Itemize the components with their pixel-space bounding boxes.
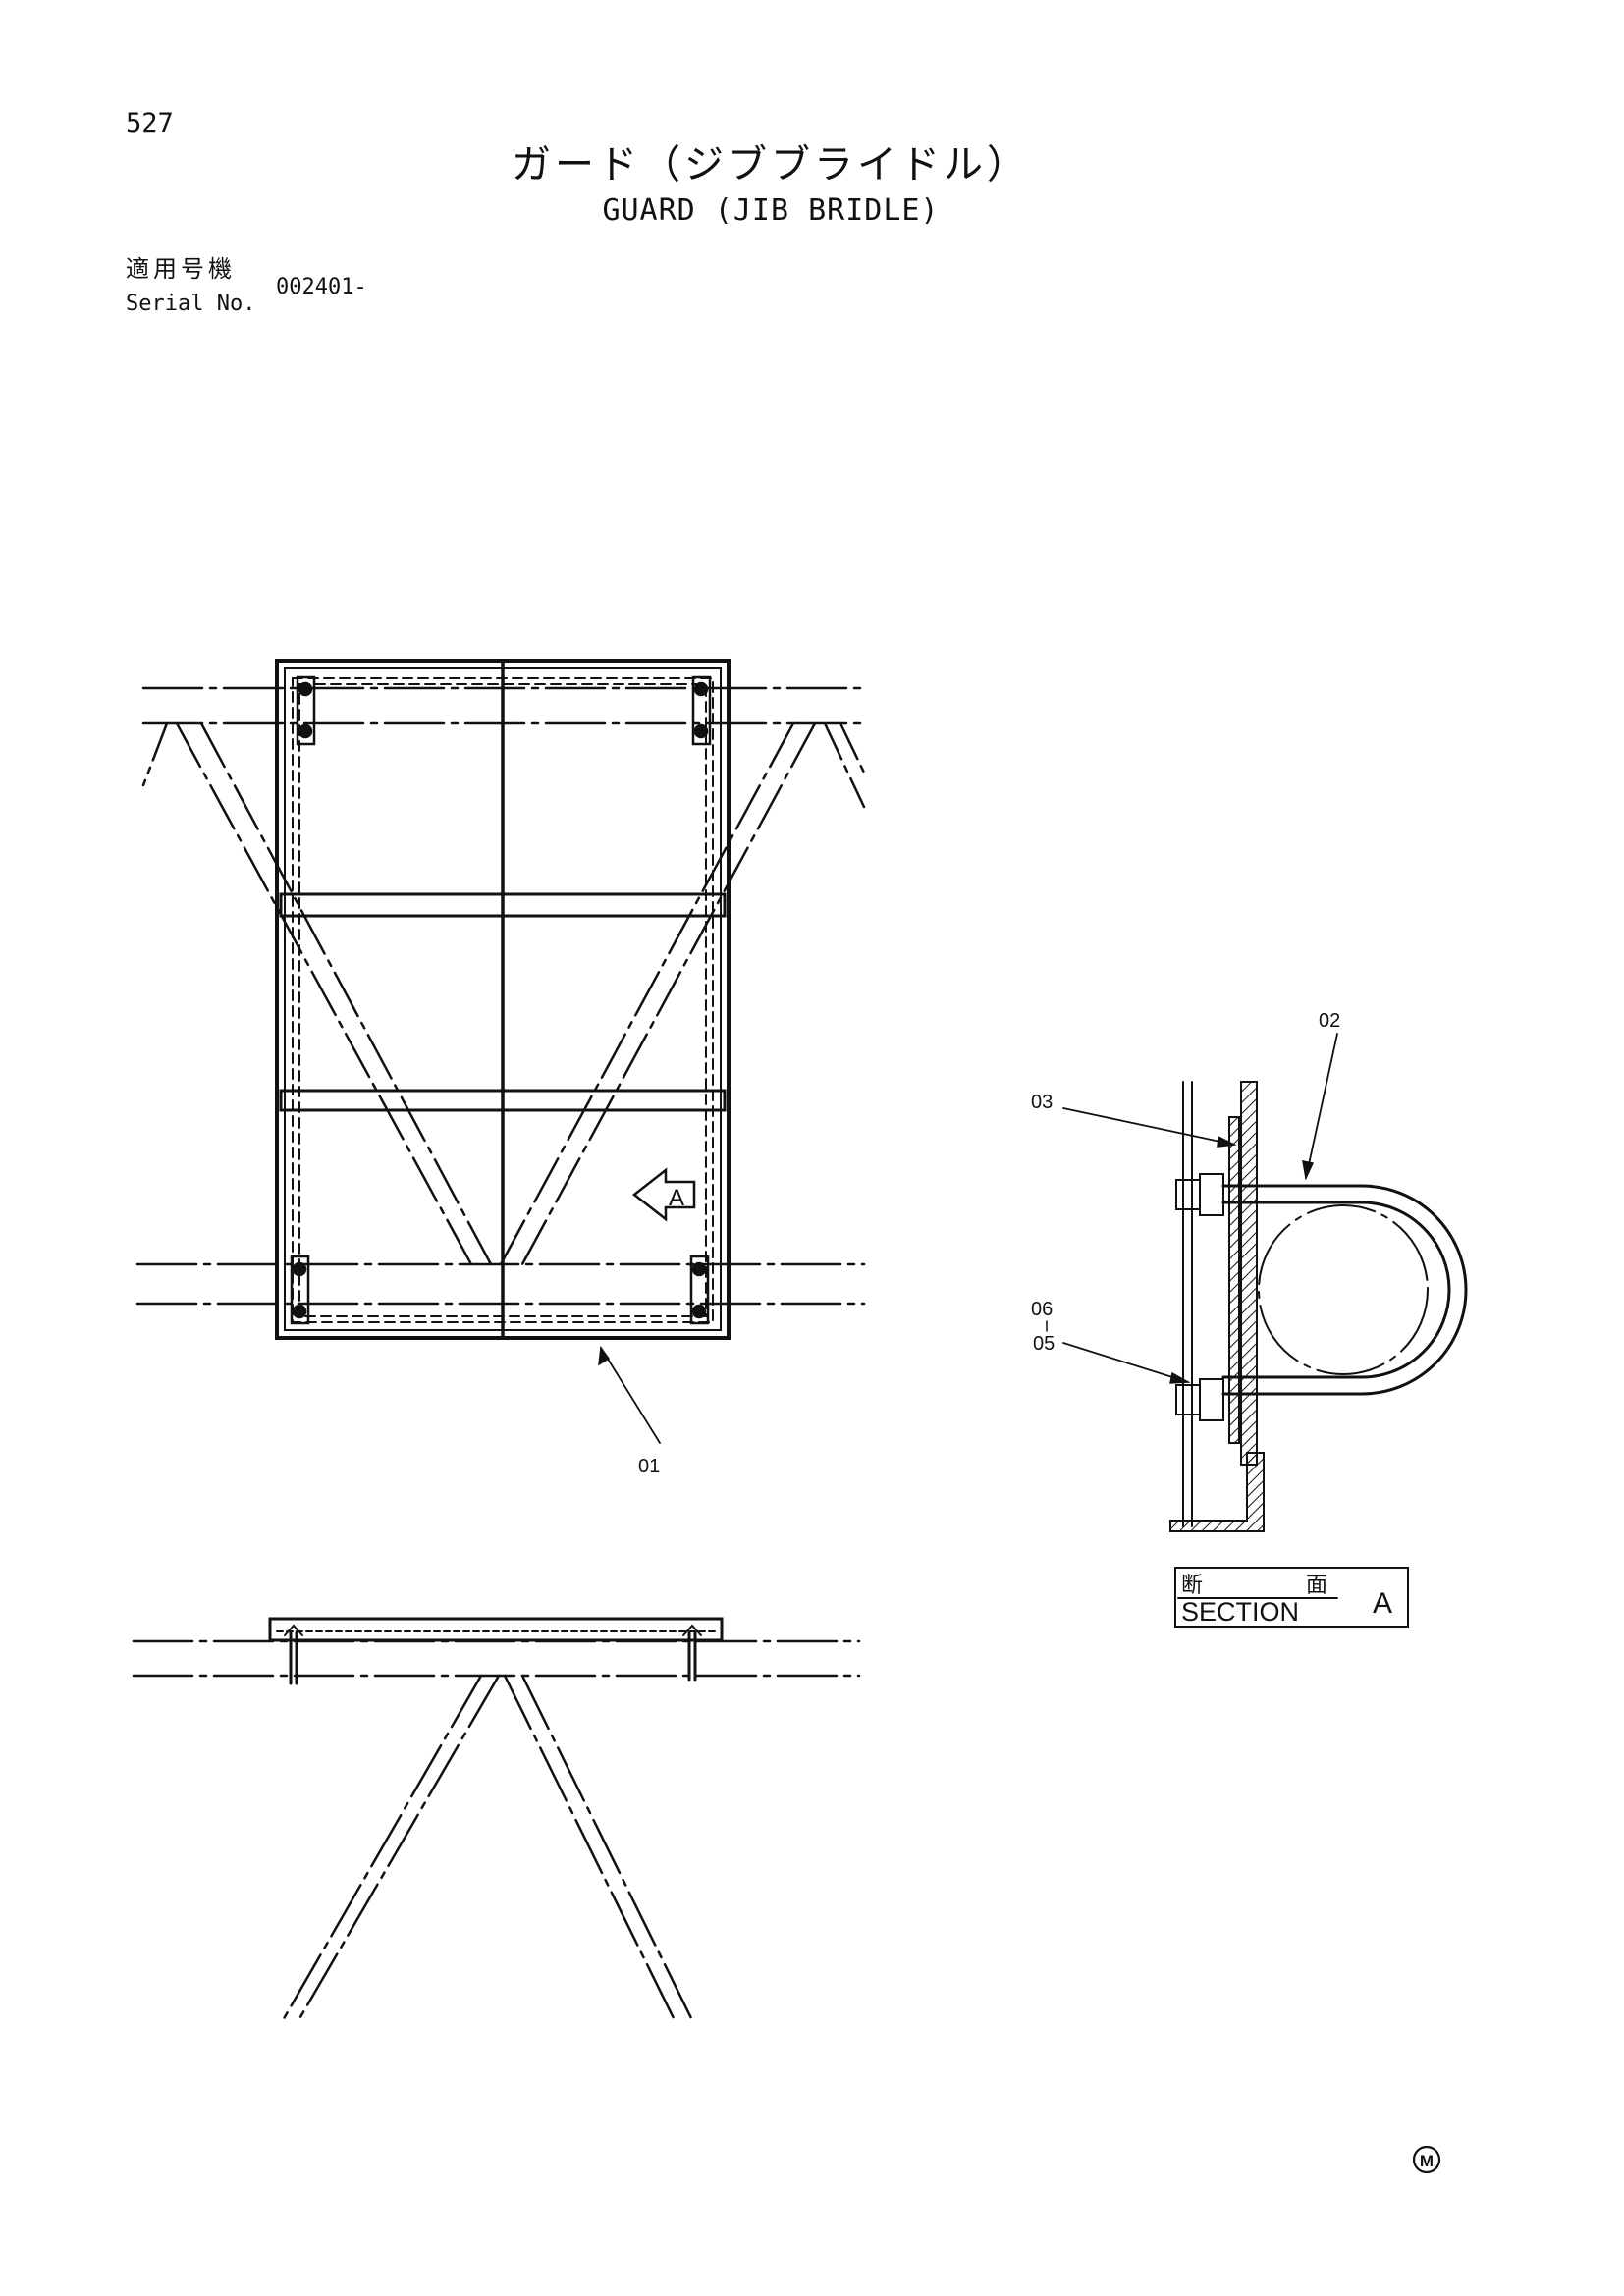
section-a-view	[1169, 1081, 1468, 1532]
serial-number-value: 002401-	[276, 275, 367, 299]
callout-label-u-bolt: 02	[1319, 1010, 1340, 1032]
guard-panel	[275, 659, 731, 1340]
callout-label-washer: 06	[1031, 1299, 1053, 1320]
manufacturer-mark: M	[1412, 2145, 1441, 2174]
callout-label-plate: 03	[1031, 1092, 1053, 1113]
section-label-letter: A	[1373, 1587, 1392, 1620]
view-arrow-letter: A	[669, 1185, 684, 1211]
jib-lattice-top-view	[135, 686, 866, 1306]
serial-label-english: Serial No.	[126, 292, 256, 316]
page-number: 527	[126, 108, 174, 138]
serial-label-japanese: 適用号機	[126, 255, 236, 283]
page-title-english: GUARD (JIB BRIDLE)	[602, 193, 940, 228]
page-title-japanese: ガード（ジブブライドル）	[512, 142, 1030, 187]
callout-label-guard: 01	[638, 1456, 660, 1477]
mounting-clamps	[290, 675, 712, 1325]
section-label-english: SECTION	[1181, 1597, 1299, 1627]
section-label-jp-right: 面	[1306, 1574, 1327, 1598]
manufacturer-mark-letter: M	[1420, 2152, 1434, 2170]
section-label-jp-left: 断	[1181, 1574, 1203, 1598]
section-a-label: 断 面 SECTION A	[1174, 1567, 1409, 1628]
callouts-section-a: 02 03 06 05	[1031, 1010, 1340, 1384]
side-view	[132, 1617, 861, 2024]
callout-label-nut: 05	[1033, 1333, 1055, 1355]
view-arrow-a: A	[631, 1167, 696, 1222]
callout-guard: 01	[598, 1346, 661, 1477]
